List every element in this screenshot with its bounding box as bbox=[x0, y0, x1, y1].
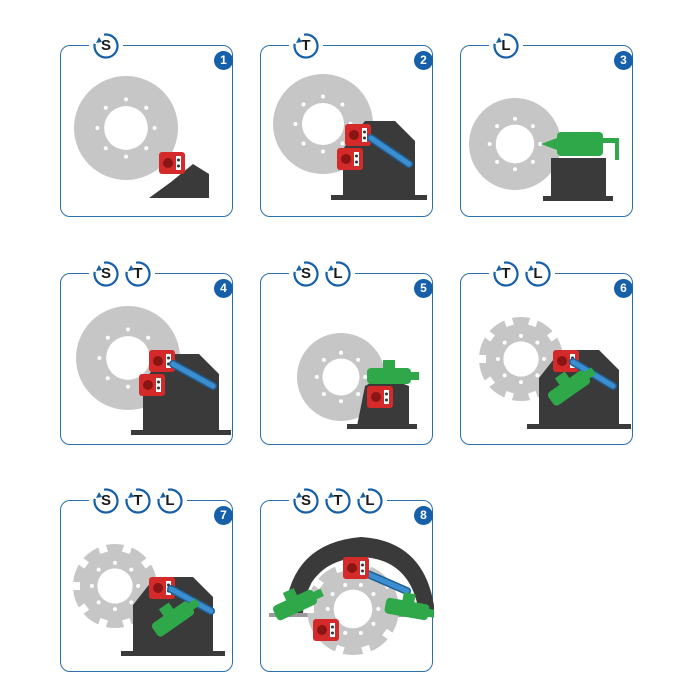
mode-badge-letter: S bbox=[300, 265, 311, 282]
mode-badge-letter: S bbox=[300, 492, 311, 509]
process-panel-7: S T L 7 bbox=[60, 488, 233, 672]
mode-badges: S bbox=[89, 33, 123, 59]
panel-number-badge: 3 bbox=[614, 51, 633, 70]
mode-badge-l: L bbox=[157, 488, 183, 514]
mode-badge-t: T bbox=[125, 261, 151, 287]
panel-number-badge: 2 bbox=[414, 51, 433, 70]
mode-badge-l: L bbox=[525, 261, 551, 287]
mode-badges: S T L bbox=[89, 488, 187, 514]
panel-number-badge: 6 bbox=[614, 279, 633, 298]
panel-number-badge: 1 bbox=[214, 51, 233, 70]
process-panel-5: S L 5 bbox=[260, 261, 433, 445]
mode-badge-s: S bbox=[293, 261, 319, 287]
mode-badge-letter: L bbox=[533, 265, 543, 282]
mode-badge-t: T bbox=[493, 261, 519, 287]
mode-badge-letter: T bbox=[133, 265, 143, 282]
panel-number-badge: 7 bbox=[214, 506, 233, 525]
mode-badge-t: T bbox=[325, 488, 351, 514]
mode-badges: S L bbox=[289, 261, 355, 287]
full-arc-machine-illustration bbox=[269, 537, 434, 657]
mode-badges: T bbox=[289, 33, 323, 59]
mode-badges: T L bbox=[489, 261, 555, 287]
surfacing-tilt-illustration bbox=[76, 306, 231, 435]
mode-badge-letter: S bbox=[100, 492, 111, 509]
tilt-lathe-illustration bbox=[476, 314, 631, 429]
mode-badge-s: S bbox=[93, 261, 119, 287]
mode-badge-letter: T bbox=[333, 492, 343, 509]
mode-badge-l: L bbox=[325, 261, 351, 287]
mode-badge-letter: T bbox=[501, 265, 511, 282]
process-panel-6: T L 6 bbox=[460, 261, 633, 445]
surfacing-tilt-lathe-illustration bbox=[70, 541, 225, 656]
disc-surfacing-illustration bbox=[74, 76, 209, 198]
mode-badge-l: L bbox=[493, 33, 519, 59]
disc-tilt-machining-illustration bbox=[273, 74, 427, 200]
mode-badge-s: S bbox=[93, 33, 119, 59]
process-panel-8: S T L 8 bbox=[260, 488, 434, 672]
mode-badge-letter: L bbox=[365, 492, 375, 509]
mode-badge-letter: T bbox=[301, 37, 311, 54]
mode-badge-letter: L bbox=[165, 492, 175, 509]
lathe-drive-illustration bbox=[469, 98, 619, 201]
mode-badge-letter: T bbox=[133, 492, 143, 509]
mode-badge-letter: L bbox=[501, 37, 511, 54]
mode-badge-letter: S bbox=[100, 37, 111, 54]
mode-badges: S T bbox=[89, 261, 155, 287]
panel-number-badge: 4 bbox=[214, 279, 233, 298]
panel-number-badge: 5 bbox=[414, 279, 433, 298]
mode-badge-letter: S bbox=[100, 265, 111, 282]
process-panel-4: S T 4 bbox=[60, 261, 233, 445]
panel-number-badge: 8 bbox=[414, 506, 433, 525]
mode-badges: L bbox=[489, 33, 523, 59]
mode-badge-letter: L bbox=[333, 265, 343, 282]
surfacing-lathe-illustration bbox=[297, 333, 419, 429]
mode-badge-l: L bbox=[357, 488, 383, 514]
mode-badge-s: S bbox=[293, 488, 319, 514]
mode-badge-t: T bbox=[125, 488, 151, 514]
mode-badges: S T L bbox=[289, 488, 387, 514]
mode-badge-s: S bbox=[93, 488, 119, 514]
mode-badge-t: T bbox=[293, 33, 319, 59]
